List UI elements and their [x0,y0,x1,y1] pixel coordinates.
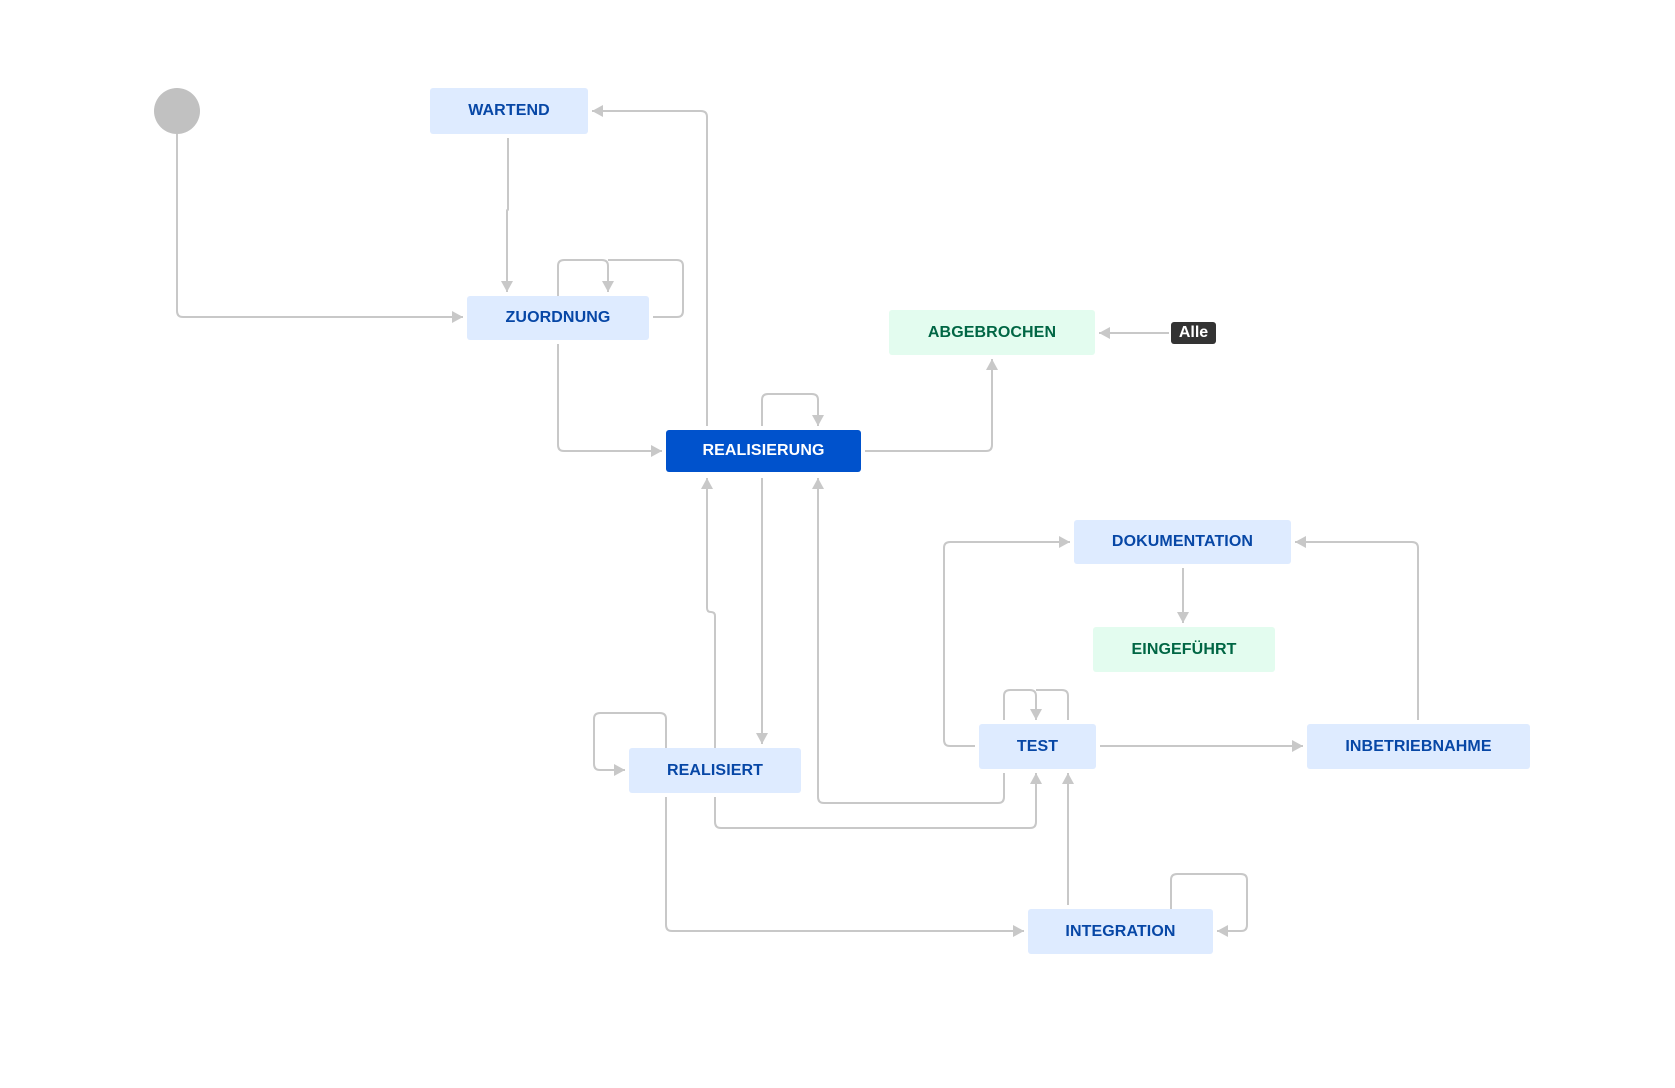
edge-zuordnung-self-left [557,259,614,296]
arrowhead-icon [1030,773,1042,784]
arrowhead-icon [1062,773,1074,784]
status-label: REALISIERUNG [702,442,825,459]
edge-zuordnung-to-realisierung [557,344,662,457]
arrowhead-icon [614,764,625,776]
transition-line [608,259,684,318]
arrowhead-icon [592,105,603,117]
status-dokumentation[interactable]: DOKUMENTATION [1074,520,1291,564]
edge-test-self-left [1003,689,1042,720]
status-label: INTEGRATION [1065,922,1176,940]
edge-dokumentation-to-eingefuehrt [1177,568,1189,623]
status-zuordnung[interactable]: ZUORDNUNG [467,296,649,340]
status-abgebrochen[interactable]: ABGEBROCHEN [889,310,1095,355]
arrowhead-icon [602,281,614,292]
status-realisierung[interactable]: REALISIERUNG [666,430,861,472]
edge-integration-to-test [1062,773,1074,905]
edge-realisiert-self [593,712,667,776]
arrowhead-icon [1217,925,1228,937]
transition-line [557,344,662,452]
arrowhead-icon [1059,536,1070,548]
transition-line [592,110,708,426]
status-label: DOKUMENTATION [1111,533,1254,550]
status-label: ABGEBROCHEN [927,323,1057,341]
status-label: EINGEFÜHRT [1131,640,1237,658]
transition-line [943,541,1070,747]
start-node [154,88,200,134]
arrowhead-icon [1013,925,1024,937]
arrowhead-icon [1295,536,1306,548]
transition-line [706,478,716,748]
arrowhead-icon [812,478,824,489]
transition-line [1036,689,1069,720]
transition-line [1170,873,1248,932]
edge-alle-to-abgebrochen [1099,327,1169,339]
status-realisiert[interactable]: REALISIERT [629,748,801,793]
arrowhead-icon [452,311,463,323]
edge-wartend-to-zuordnung [501,138,513,292]
transition-line [1295,541,1419,720]
status-label: WARTEND [468,102,550,119]
status-eingefuehrt[interactable]: EINGEFÜHRT [1093,627,1275,672]
status-label: REALISIERT [666,761,764,779]
transition-line [817,478,1005,804]
edge-realisierung-to-abgebrochen [865,359,998,452]
edge-test-self-right [1036,689,1069,720]
edge-realisiert-to-integration [665,797,1024,937]
transition-line [557,259,609,296]
edge-inbetriebnahme-to-dokumentation [1295,536,1419,720]
transition-line [665,797,1024,932]
arrowhead-icon [701,478,713,489]
status-label: TEST [1016,737,1059,755]
status-label: INBETRIEBNAHME [1345,737,1492,755]
arrowhead-icon [1030,709,1042,720]
arrowhead-icon [1099,327,1110,339]
status-wartend[interactable]: WARTEND [430,88,588,134]
edge-test-to-dokumentation [943,536,1070,747]
arrowhead-icon [651,445,662,457]
edge-realisiert-to-test [714,773,1042,829]
edge-realisiert-to-realisierung [701,478,716,748]
status-integration[interactable]: INTEGRATION [1028,909,1213,954]
status-inbetriebnahme[interactable]: INBETRIEBNAHME [1307,724,1530,769]
arrowhead-icon [1292,740,1303,752]
status-label: ZUORDNUNG [505,309,611,326]
edge-start-to-zuordnung [176,134,463,323]
arrowhead-icon [756,733,768,744]
transition-line [506,138,509,292]
arrowhead-icon [812,415,824,426]
transition-line [865,359,993,452]
transition-line [593,712,667,771]
transition-line [176,134,463,318]
edge-realisierung-to-wartend [592,105,708,426]
arrowhead-icon [986,359,998,370]
edge-realisierung-self [761,393,824,426]
transition-line [1003,689,1037,720]
transition-line [714,773,1037,829]
arrowhead-icon [1177,612,1189,623]
global-transition-label: Alle [1178,324,1209,341]
edge-zuordnung-self-right [608,259,684,318]
global-transition-badge[interactable]: Alle [1171,322,1216,344]
edge-integration-self [1170,873,1248,937]
edge-realisierung-to-realisiert [756,478,768,744]
status-test[interactable]: TEST [979,724,1096,769]
transition-line [761,393,819,426]
arrowhead-icon [501,281,513,292]
edge-test-to-realisierung [812,478,1005,804]
edge-test-to-inbetriebnahme [1100,740,1303,752]
